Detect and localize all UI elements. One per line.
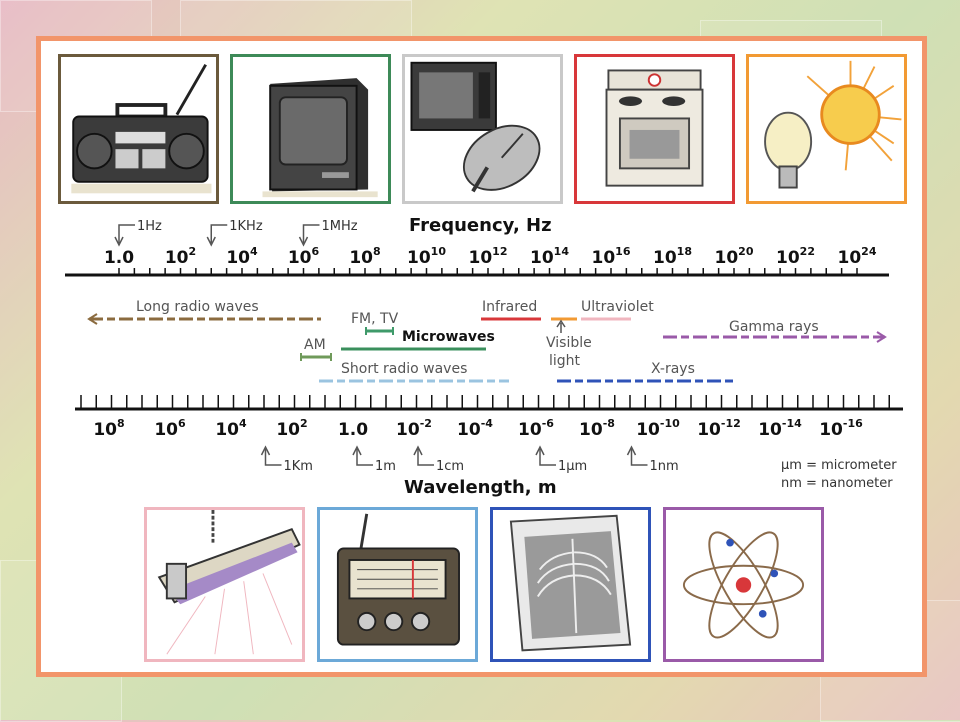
band-label: Gamma rays bbox=[729, 319, 819, 335]
frequency-marker-head bbox=[114, 236, 124, 247]
boombox-image bbox=[58, 54, 219, 204]
band-label: light bbox=[549, 353, 581, 369]
wavelength-marker-arrow bbox=[630, 449, 648, 466]
wavelength-tick-label: 10-10 bbox=[636, 417, 680, 440]
wavelength-tick-label: 10-4 bbox=[457, 417, 493, 440]
frequency-marker-label: 1KHz bbox=[229, 219, 263, 234]
frequency-marker-head bbox=[298, 236, 309, 247]
frequency-tick-label: 1018 bbox=[653, 245, 692, 268]
legend-nanometer: nm = nanometer bbox=[781, 476, 893, 491]
wavelength-marker-label: 1µm bbox=[558, 459, 587, 474]
frequency-tick-label: 1016 bbox=[592, 245, 631, 268]
visible-light-arrow bbox=[556, 319, 566, 333]
radio-image bbox=[317, 507, 478, 662]
uv-lamp-image bbox=[144, 507, 305, 662]
wavelength-marker-arrow bbox=[539, 449, 556, 466]
band-label: FM, TV bbox=[351, 311, 399, 327]
xray-image bbox=[490, 507, 651, 662]
wavelength-tick-label: 106 bbox=[154, 417, 186, 440]
boombox-icon bbox=[71, 63, 212, 194]
frequency-tick-label: 1012 bbox=[469, 245, 508, 268]
wavelength-tick-label: 10-12 bbox=[697, 417, 741, 440]
band-label: Long radio waves bbox=[136, 299, 259, 315]
legend-micrometer: µm = micrometer bbox=[781, 458, 897, 473]
spectrum-panel: 1.0 102 104 106 108 1010 1012 1014 1016 1018 1020 1… bbox=[36, 36, 927, 677]
wavelength-marker-head bbox=[626, 445, 637, 456]
wavelength-marker-label: 1Km bbox=[284, 459, 313, 474]
frequency-tick-label: 1010 bbox=[407, 245, 446, 268]
stove-icon bbox=[605, 69, 704, 187]
sun-icon bbox=[764, 60, 902, 189]
wavelength-tick-label: 10-2 bbox=[396, 417, 432, 440]
wavelength-marker-arrow bbox=[264, 449, 282, 466]
lightbulb-sun-image bbox=[746, 54, 907, 204]
satellite-dish-icon bbox=[410, 61, 541, 193]
wavelength-marker-arrow bbox=[356, 449, 373, 466]
wavelength-marker-head bbox=[352, 445, 362, 456]
frequency-marker-head bbox=[206, 236, 216, 247]
wavelength-marker-head bbox=[413, 445, 423, 456]
band-label: Visible bbox=[546, 335, 592, 351]
frequency-marker-arrow bbox=[302, 224, 320, 243]
wavelength-marker-label: 1nm bbox=[650, 459, 679, 474]
wavelength-tick-label: 10-8 bbox=[579, 417, 615, 440]
band-label: AM bbox=[304, 337, 326, 353]
frequency-marker-label: 1MHz bbox=[322, 219, 358, 234]
frequency-marker-arrow bbox=[210, 224, 228, 243]
band-label: Infrared bbox=[482, 299, 537, 315]
frequency-tick-label: 108 bbox=[349, 245, 380, 268]
band-arrowhead bbox=[876, 331, 887, 343]
microwave-dish-image bbox=[402, 54, 563, 204]
frequency-tick-label: 1022 bbox=[776, 245, 815, 268]
wavelength-marker-head bbox=[260, 445, 271, 456]
frequency-axis: 1.0 102 104 106 108 1010 1012 1014 1016 1018 1020 1… bbox=[65, 219, 889, 277]
wavelength-tick-label: 1.0 bbox=[338, 420, 368, 440]
wavelength-marker-label: 1cm bbox=[436, 459, 464, 474]
band-label: Microwaves bbox=[402, 329, 495, 345]
wavelength-tick-label: 102 bbox=[276, 417, 307, 440]
radio-icon bbox=[336, 513, 460, 646]
frequency-tick-label: 102 bbox=[165, 245, 196, 268]
atom-icon bbox=[682, 531, 805, 639]
frequency-tick-label: 1020 bbox=[715, 245, 754, 268]
frequency-tick-label: 104 bbox=[226, 245, 258, 268]
atom-image bbox=[663, 507, 824, 662]
spectrum-scale: 1.0 102 104 106 108 1010 1012 1014 1016 1018 1020 1… bbox=[65, 215, 903, 498]
band-label: X-rays bbox=[651, 361, 695, 377]
wavelength-tick-label: 108 bbox=[93, 417, 124, 440]
wavelength-tick-label: 10-16 bbox=[819, 417, 863, 440]
frequency-axis-title: Frequency, Hz bbox=[409, 215, 552, 236]
xray-icon bbox=[509, 514, 632, 652]
frequency-tick-label: 1.0 bbox=[104, 248, 134, 268]
frequency-tick-label: 1014 bbox=[530, 245, 569, 268]
wavelength-tick-label: 104 bbox=[215, 417, 247, 440]
television-image bbox=[230, 54, 391, 204]
wavelength-axis: 108 106 104 102 1.0 10-2 10-4 10-6 10-8 10-10 10-1… bbox=[75, 395, 903, 474]
wavelength-marker-head bbox=[535, 445, 545, 456]
wavelength-tick-label: 10-6 bbox=[518, 417, 554, 440]
wavelength-tick-label: 10-14 bbox=[758, 417, 802, 440]
frequency-marker-arrow bbox=[118, 224, 135, 243]
band-label: Ultraviolet bbox=[581, 299, 654, 315]
frequency-tick-label: 106 bbox=[288, 245, 320, 268]
uv-lamp-icon bbox=[157, 510, 301, 655]
band-arrowhead bbox=[87, 313, 98, 325]
wavelength-marker-arrow bbox=[417, 449, 434, 466]
wavelength-axis-title: Wavelength, m bbox=[404, 477, 557, 498]
frequency-marker-label: 1Hz bbox=[137, 219, 162, 234]
frequency-tick-label: 1024 bbox=[838, 245, 877, 268]
stove-image bbox=[574, 54, 735, 204]
band-label: Short radio waves bbox=[341, 361, 467, 377]
television-icon bbox=[262, 78, 378, 198]
wavelength-marker-label: 1m bbox=[375, 459, 396, 474]
